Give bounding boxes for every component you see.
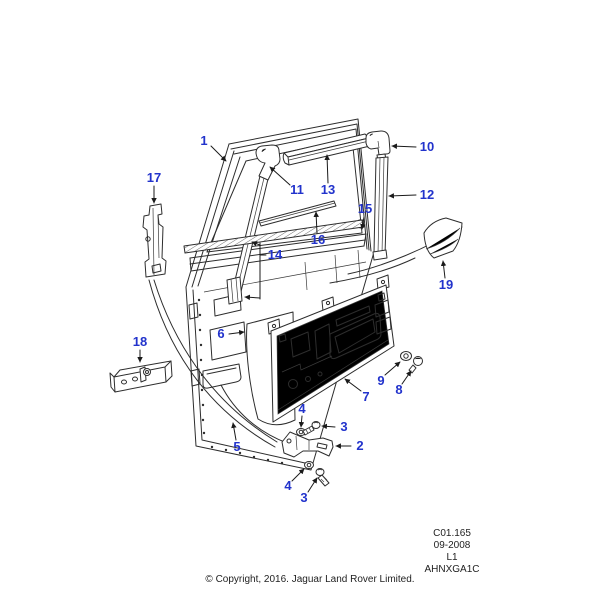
callout-3a[interactable]: 3	[340, 419, 347, 434]
callout-14[interactable]: 14	[268, 247, 283, 262]
callout-9[interactable]: 9	[377, 373, 384, 388]
callout-5[interactable]: 5	[233, 439, 240, 454]
callout-8[interactable]: 8	[395, 382, 402, 397]
leader-lines	[137, 143, 447, 493]
callout-3b[interactable]: 3	[300, 490, 307, 505]
part-reference: AHNXGA1C	[424, 564, 479, 575]
callout-7[interactable]: 7	[362, 389, 369, 404]
door-cable	[220, 384, 288, 444]
callout-4b[interactable]: 4	[284, 478, 292, 493]
channel-corner-piece	[255, 144, 281, 181]
callout-2[interactable]: 2	[356, 438, 363, 453]
inner-trim-panel	[267, 274, 395, 423]
hinge-check-bracket	[109, 360, 173, 393]
waist-seal-strip	[258, 200, 337, 227]
screw-upper	[302, 421, 321, 436]
callout-18[interactable]: 18	[133, 334, 147, 349]
door-frame-assembly	[185, 118, 375, 471]
screw-lower	[315, 468, 330, 487]
callout-16[interactable]: 16	[311, 232, 325, 247]
callout-6[interactable]: 6	[217, 326, 224, 341]
drawing-code: C01.165	[433, 528, 471, 539]
callout-17[interactable]: 17	[147, 170, 161, 185]
rivet-dots	[197, 298, 284, 465]
membrane-sheet	[423, 217, 463, 259]
callout-15[interactable]: 15	[358, 201, 372, 216]
sheet-code: L1	[446, 552, 458, 563]
panel-washer	[400, 351, 412, 361]
callout-1[interactable]: 1	[200, 133, 207, 148]
callout-19[interactable]: 19	[439, 277, 453, 292]
footer-block: C01.165 09-2008 L1 AHNXGA1C © Copyright,…	[205, 528, 479, 585]
check-strap-bracket	[281, 431, 334, 458]
front-mounting-bracket	[142, 203, 167, 278]
callout-12[interactable]: 12	[420, 187, 434, 202]
callout-4a[interactable]: 4	[298, 401, 306, 416]
callout-13[interactable]: 13	[321, 182, 335, 197]
date-code: 09-2008	[434, 540, 471, 551]
callout-labels: 1 17 18 10 11 13 12 15 16 14 6 7 9 8 2 3…	[133, 133, 453, 505]
callout-11[interactable]: 11	[290, 182, 304, 197]
callout-10[interactable]: 10	[420, 139, 434, 154]
rear-vertical-channel	[372, 156, 389, 261]
corner-elbow-finisher	[365, 130, 391, 162]
top-glazing-channel	[282, 133, 371, 166]
washer-lower	[304, 461, 314, 469]
copyright-notice: © Copyright, 2016. Jaguar Land Rover Lim…	[205, 574, 414, 585]
